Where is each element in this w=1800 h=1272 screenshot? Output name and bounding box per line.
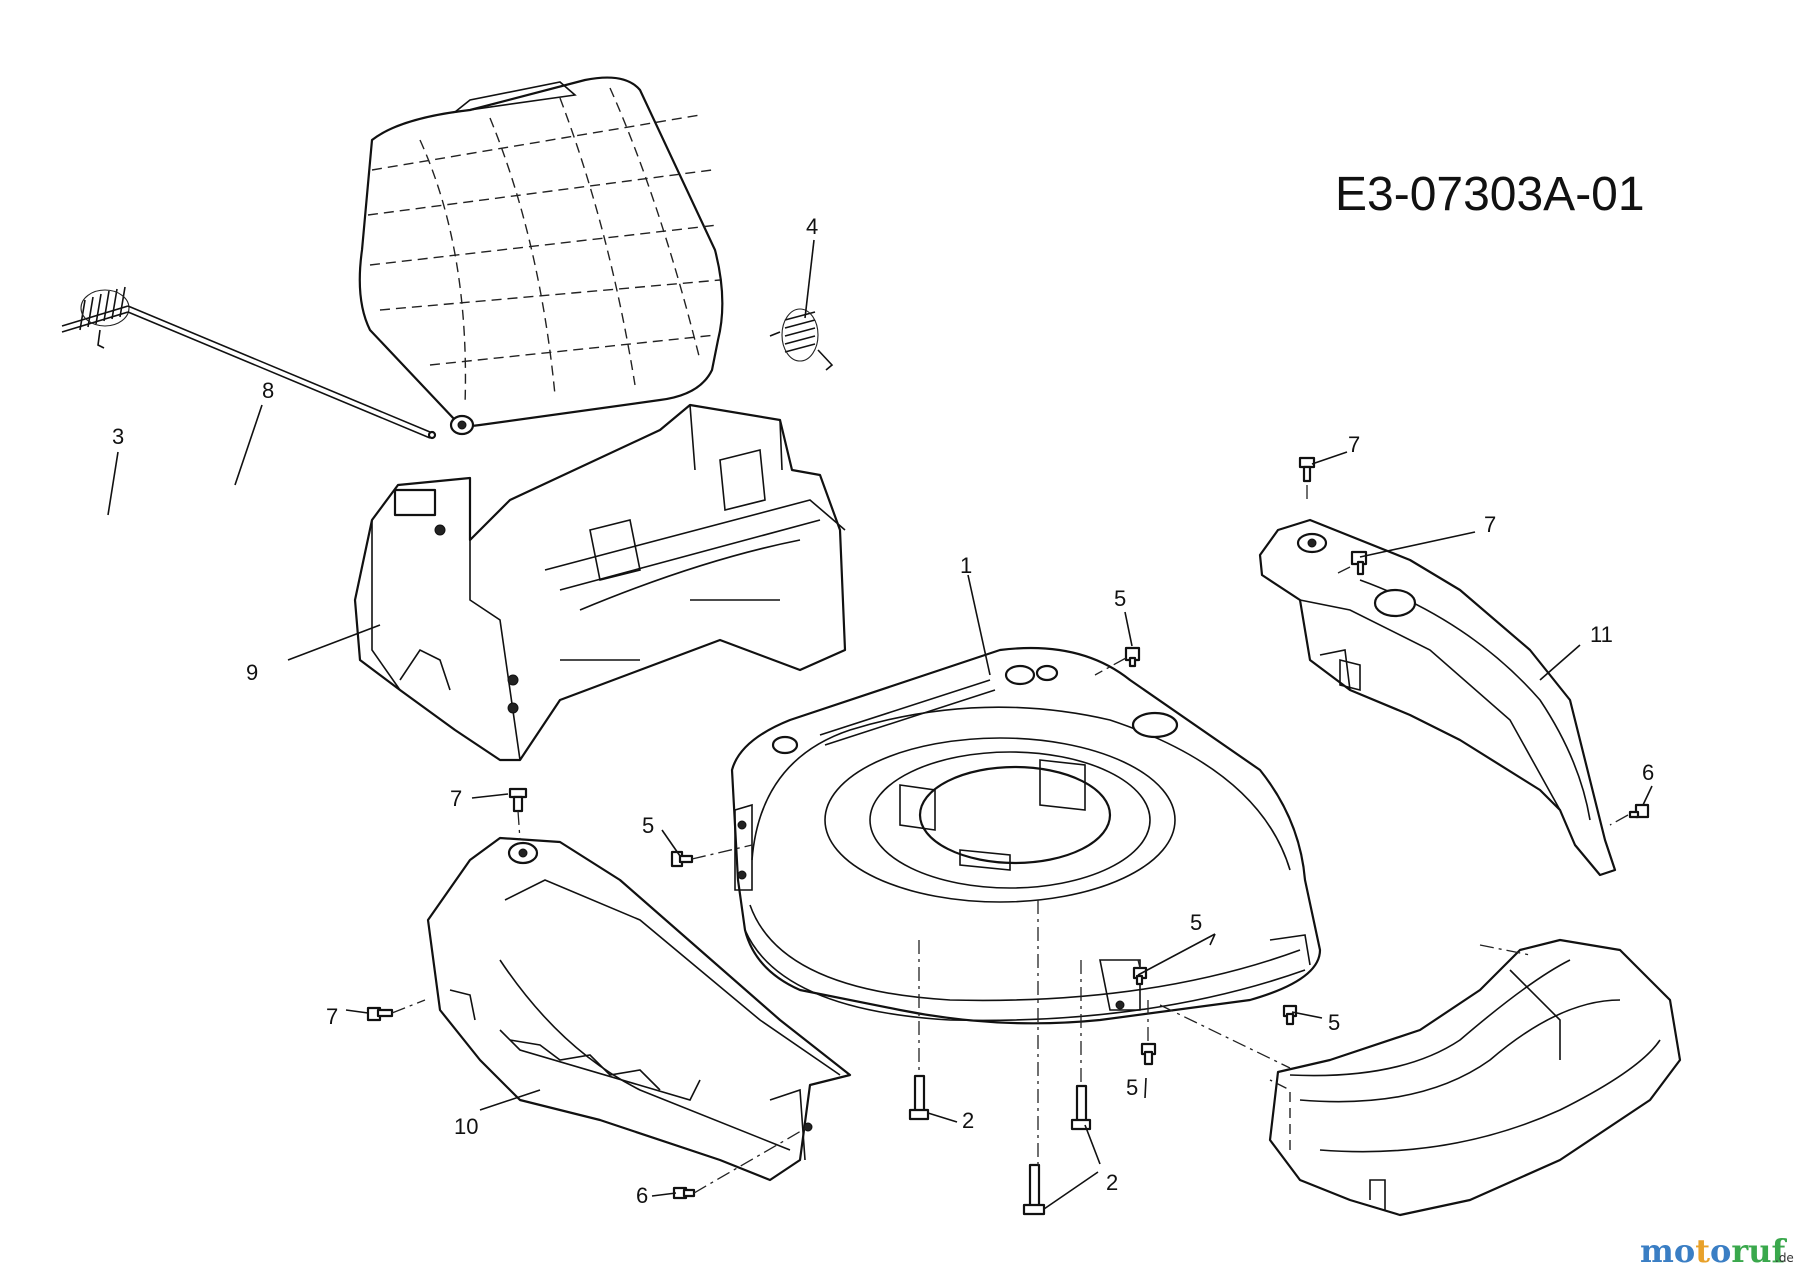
- screw-7-top-right: [1298, 456, 1316, 483]
- svg-text:motoruf: motoruf: [1640, 1232, 1787, 1270]
- assembly-lines: [391, 485, 1629, 1194]
- callout-4: 4: [806, 214, 818, 239]
- svg-text:.de: .de: [1775, 1251, 1794, 1265]
- callout-3: 3: [112, 424, 124, 449]
- mower-deck-1: [730, 646, 1322, 1025]
- callout-2-b: 2: [1106, 1170, 1118, 1195]
- callout-5-a: 5: [1114, 586, 1126, 611]
- screw-5-left: [670, 850, 694, 868]
- callout-6-a: 6: [1642, 760, 1654, 785]
- torsion-spring-4: [769, 308, 834, 371]
- bolt-2-middle: [1070, 1084, 1092, 1131]
- screw-7-left-lower: [366, 1006, 394, 1022]
- callout-5-c: 5: [1190, 910, 1202, 935]
- callout-5-d: 5: [1328, 1010, 1340, 1035]
- screw-5-right-lower: [1282, 1004, 1298, 1026]
- screw-6-bottom: [672, 1186, 696, 1200]
- fasteners: [366, 456, 1650, 1216]
- rear-discharge-chute: [1268, 938, 1682, 1217]
- torsion-spring-3: [61, 286, 130, 349]
- screw-5-bottom: [1140, 1042, 1157, 1066]
- screw-7-right: [1350, 550, 1368, 576]
- bolt-2-left: [908, 1074, 930, 1121]
- bolt-2-bottom: [1022, 1163, 1046, 1216]
- screw-7-left-upper: [508, 787, 528, 813]
- callout-1: 1: [960, 553, 972, 578]
- callout-5-e: 5: [1126, 1075, 1138, 1100]
- leader-lines: [107, 239, 1653, 1210]
- callout-7-c: 7: [450, 786, 462, 811]
- screw-5-deck-top: [1124, 646, 1141, 668]
- callout-11: 11: [1590, 622, 1613, 647]
- diagram-id: E3-07303A-01: [1335, 168, 1645, 221]
- callout-labels: 1 2 2 3 4 5 5 5 5 5 6 6 7 7 7 7 8 9 10 1…: [112, 214, 1654, 1208]
- side-chute-10: [426, 836, 852, 1182]
- screw-6-right: [1628, 803, 1650, 819]
- callout-9: 9: [246, 660, 258, 685]
- watermark-logo: motoruf .de: [1640, 1232, 1794, 1270]
- catcher-cover: [358, 76, 724, 436]
- side-chute-11: [1258, 518, 1617, 877]
- callout-7-a: 7: [1348, 432, 1360, 457]
- callout-10: 10: [454, 1114, 478, 1139]
- callout-5-b: 5: [642, 813, 654, 838]
- callout-7-b: 7: [1484, 512, 1496, 537]
- callout-2-a: 2: [962, 1108, 974, 1133]
- callout-6-b: 6: [636, 1183, 648, 1208]
- rear-housing-9: [353, 403, 847, 762]
- callout-7-d: 7: [326, 1004, 338, 1029]
- callout-8: 8: [262, 378, 274, 403]
- hinge-rod-8: [127, 305, 437, 440]
